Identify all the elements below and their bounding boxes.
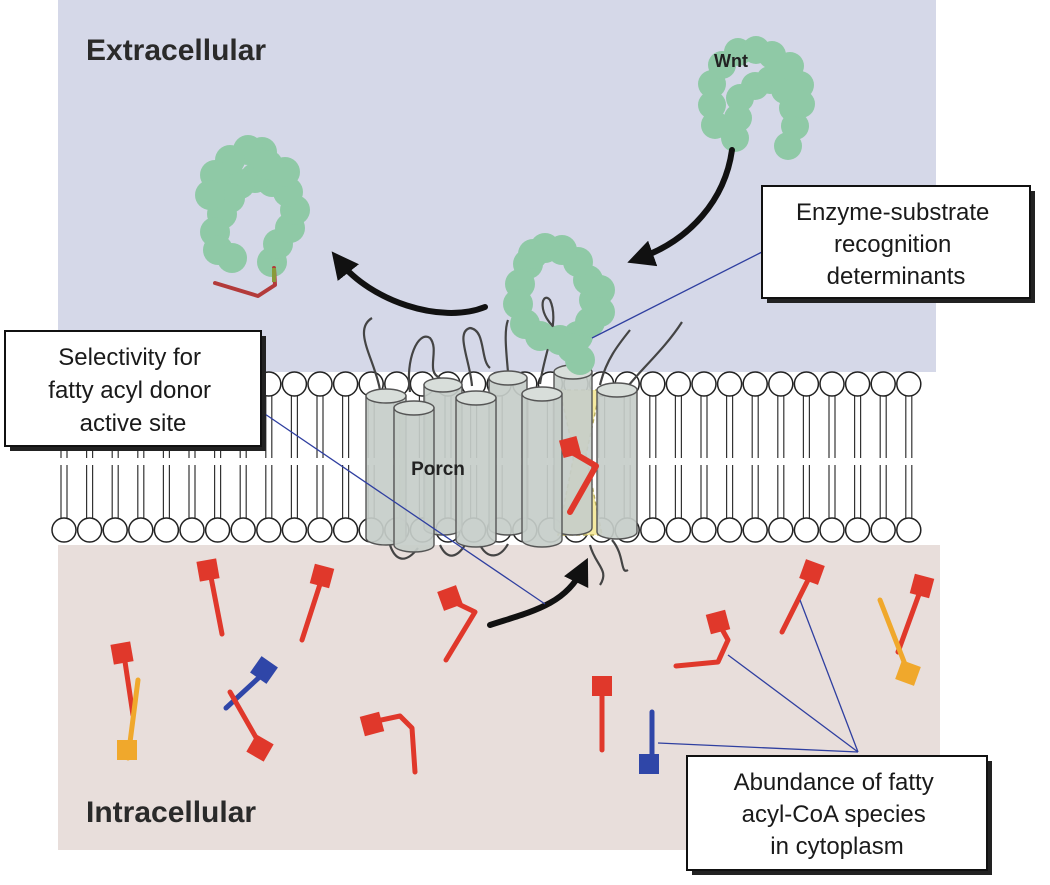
lipid-head [307, 371, 333, 397]
acyl-coa-red [437, 585, 478, 663]
acyl-coa-orange [117, 677, 141, 761]
lipid-head [230, 517, 256, 543]
callout-abundance: Abundance of fatty acyl-CoA species in c… [686, 755, 992, 875]
arrow-porcn-release [331, 251, 488, 316]
lipid-head [640, 517, 666, 543]
lipid-head [204, 517, 231, 543]
lipid-head [716, 371, 743, 397]
lipid-head [768, 517, 794, 543]
callout-selectivity-line-1: Selectivity for [58, 344, 201, 371]
lipid-head [896, 371, 922, 397]
lipid-head [742, 517, 768, 543]
lipid-head [742, 371, 768, 397]
callout-selectivity-line-3: active site [80, 410, 187, 437]
wnt-label: Wnt [714, 51, 748, 71]
acyl-coa-red [299, 563, 335, 643]
lipid-head [870, 517, 896, 543]
lipid-head [332, 517, 359, 543]
lipid-head [153, 517, 180, 543]
acyl-coa-red [673, 609, 731, 669]
acyl-coa-red [779, 559, 825, 635]
lipid-head [76, 517, 103, 543]
porcn-label: Porcn [411, 459, 465, 480]
acyl-coa-red [227, 689, 274, 762]
bound-acyl-chain [558, 435, 599, 515]
lipid-head [768, 371, 794, 397]
lipid-head [844, 517, 871, 543]
lipid-head [870, 371, 896, 397]
callout-enzyme-substrate: Enzyme-substrate recognition determinant… [761, 185, 1035, 303]
extracellular-label: Extracellular [86, 34, 266, 67]
lipid-head [844, 371, 871, 397]
porcn-transmembrane-helices [365, 364, 638, 553]
acyl-coa-red [110, 641, 136, 718]
callout-enzyme-line-2: recognition [834, 231, 951, 258]
acyl-coa-blue [639, 709, 659, 774]
lipid-head [691, 517, 717, 543]
lipid-head [716, 517, 743, 543]
lipid-head [691, 371, 717, 397]
lipid-head [128, 517, 154, 543]
lipid-head [307, 517, 333, 543]
transmembrane-helix [521, 386, 563, 548]
acyl-coa-red [196, 558, 225, 637]
lipid-head [640, 371, 666, 397]
wnt-protein-released [195, 135, 310, 277]
svg-text:Abundance of fatty acyl-: Abundance of fatty acyl-CoA species in c… [734, 769, 941, 860]
acyl-coa-molecules [110, 558, 935, 775]
acyl-coa-red [895, 573, 935, 655]
transmembrane-helix [455, 390, 497, 548]
arrow-acyl-uptake [487, 557, 589, 628]
callout-selectivity: Selectivity for fatty acyl donor active … [4, 330, 266, 451]
transmembrane-helix [393, 400, 435, 553]
lipid-head [102, 517, 128, 543]
intracellular-label: Intracellular [86, 796, 256, 829]
lipid-head [665, 517, 692, 543]
lipid-head [819, 371, 845, 397]
lipid-head [281, 371, 308, 397]
lipid-head [793, 517, 820, 543]
lipid-head [281, 517, 308, 543]
leader-lines [261, 251, 859, 753]
lipid-head [51, 517, 77, 543]
lipid-head [896, 517, 922, 543]
callout-selectivity-line-2: fatty acyl donor [48, 377, 211, 404]
callout-abundance-line-3: in cytoplasm [770, 833, 903, 860]
lipid-head [665, 371, 692, 397]
acyl-coa-red [592, 676, 612, 753]
callout-abundance-line-1: Abundance of fatty [734, 769, 934, 796]
acyl-coa-orange [877, 597, 921, 686]
callout-abundance-line-2: acyl-CoA species [742, 801, 926, 828]
process-arrows [331, 147, 735, 628]
svg-text:Selectivity for fatty ac: Selectivity for fatty acyl donor active … [48, 344, 217, 437]
callout-enzyme-line-1: Enzyme-substrate [796, 199, 989, 226]
lipid-head [819, 517, 845, 543]
lipid-head [332, 371, 359, 397]
lipid-head [793, 371, 820, 397]
wnt-protein-bound [503, 233, 615, 375]
svg-text:Enzyme-substrate recogni: Enzyme-substrate recognition determinant… [796, 199, 996, 290]
wnt-protein-free [698, 36, 815, 160]
acyl-coa-blue [223, 656, 278, 711]
transmembrane-helix [596, 382, 638, 540]
arrow-wnt-to-porcn [627, 147, 735, 267]
lipid-head [256, 517, 282, 543]
callout-enzyme-line-3: determinants [827, 263, 966, 290]
lipid-head [179, 517, 205, 543]
acyl-coa-red [359, 711, 418, 775]
wnt-proteins [195, 36, 815, 375]
